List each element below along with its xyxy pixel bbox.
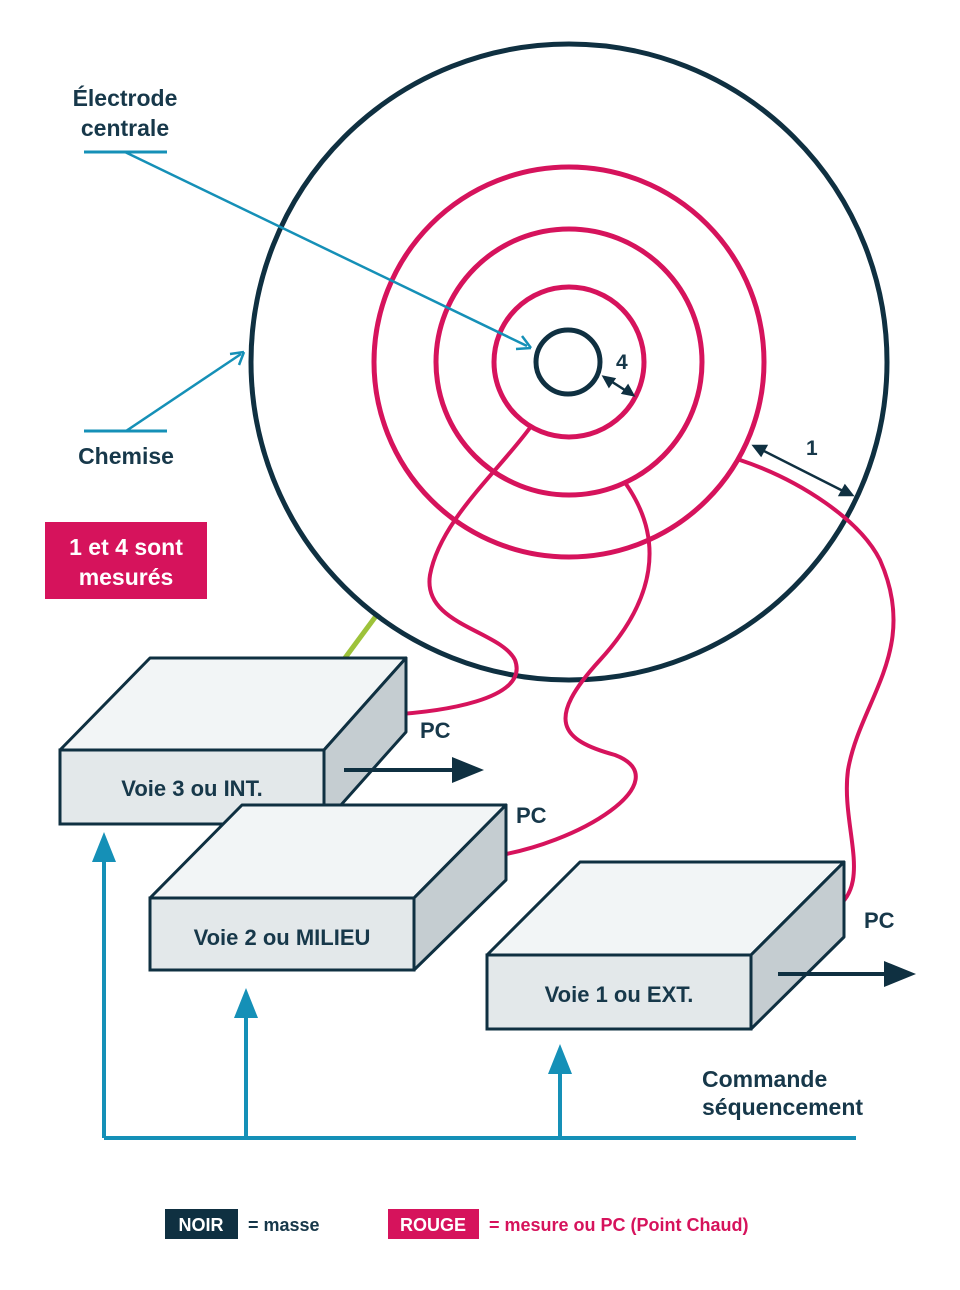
- note-line1: 1 et 4 sont: [69, 534, 183, 560]
- bus-arrow-voie1: [548, 1044, 572, 1074]
- jacket-pointer-arrowhead: [229, 350, 246, 366]
- central-electrode: [533, 327, 603, 397]
- measure-ring-middle: [433, 226, 705, 498]
- dimension-arrow-1: [751, 444, 855, 497]
- legend-rouge-desc: = mesure ou PC (Point Chaud): [489, 1215, 749, 1235]
- wire-inner-to-voie3: [385, 423, 534, 717]
- jacket-circle: [248, 41, 890, 683]
- note-line2: mesurés: [79, 564, 174, 590]
- dimension-label-1: 1: [806, 437, 818, 460]
- dimension-arrow-4: [601, 375, 636, 397]
- pc-label-voie2: PC: [516, 803, 547, 828]
- wire-outer-to-voie1: [739, 458, 896, 916]
- legend-noir-swatch: [165, 1209, 238, 1239]
- pc-label-voie1: PC: [864, 908, 895, 933]
- box-voie2-label: Voie 2 ou MILIEU: [194, 925, 371, 950]
- box-voie3-label: Voie 3 ou INT.: [121, 776, 262, 801]
- bus-arrow-voie2: [234, 988, 258, 1018]
- sequencing-bus: [102, 856, 856, 1140]
- ground-link-green: [339, 614, 379, 664]
- output-arrow-voie1: [778, 961, 916, 987]
- bus-arrow-voie3: [92, 832, 116, 862]
- commande-label-line1: Commande: [702, 1066, 827, 1092]
- wire-middle-to-voie2: [487, 482, 652, 859]
- electrode-pointer-line: [124, 150, 528, 348]
- electrode-label-line2: centrale: [81, 115, 169, 141]
- legend-noir-desc: = masse: [248, 1215, 320, 1235]
- jacket-pointer-line: [125, 352, 242, 433]
- legend-rouge-key: ROUGE: [400, 1215, 466, 1235]
- measure-ring-outer: [371, 164, 767, 560]
- electrode-label-line1: Électrode: [73, 84, 178, 111]
- box-voie1-label: Voie 1 ou EXT.: [545, 982, 694, 1007]
- box-voie3: Voie 3 ou INT.: [58, 656, 408, 826]
- box-voie2: Voie 2 ou MILIEU: [148, 803, 508, 972]
- legend-rouge-swatch: [388, 1209, 479, 1239]
- measure-ring-inner: [491, 284, 647, 440]
- box-voie1: Voie 1 ou EXT.: [485, 860, 846, 1031]
- note-box: [45, 522, 207, 599]
- legend-noir-key: NOIR: [179, 1215, 224, 1235]
- commande-label-line2: séquencement: [702, 1094, 863, 1120]
- electrode-pointer-arrowhead: [515, 335, 532, 351]
- jacket-label: Chemise: [78, 443, 174, 469]
- output-arrow-voie3: [344, 757, 484, 783]
- pc-label-voie3: PC: [420, 718, 451, 743]
- dimension-label-4: 4: [616, 351, 628, 374]
